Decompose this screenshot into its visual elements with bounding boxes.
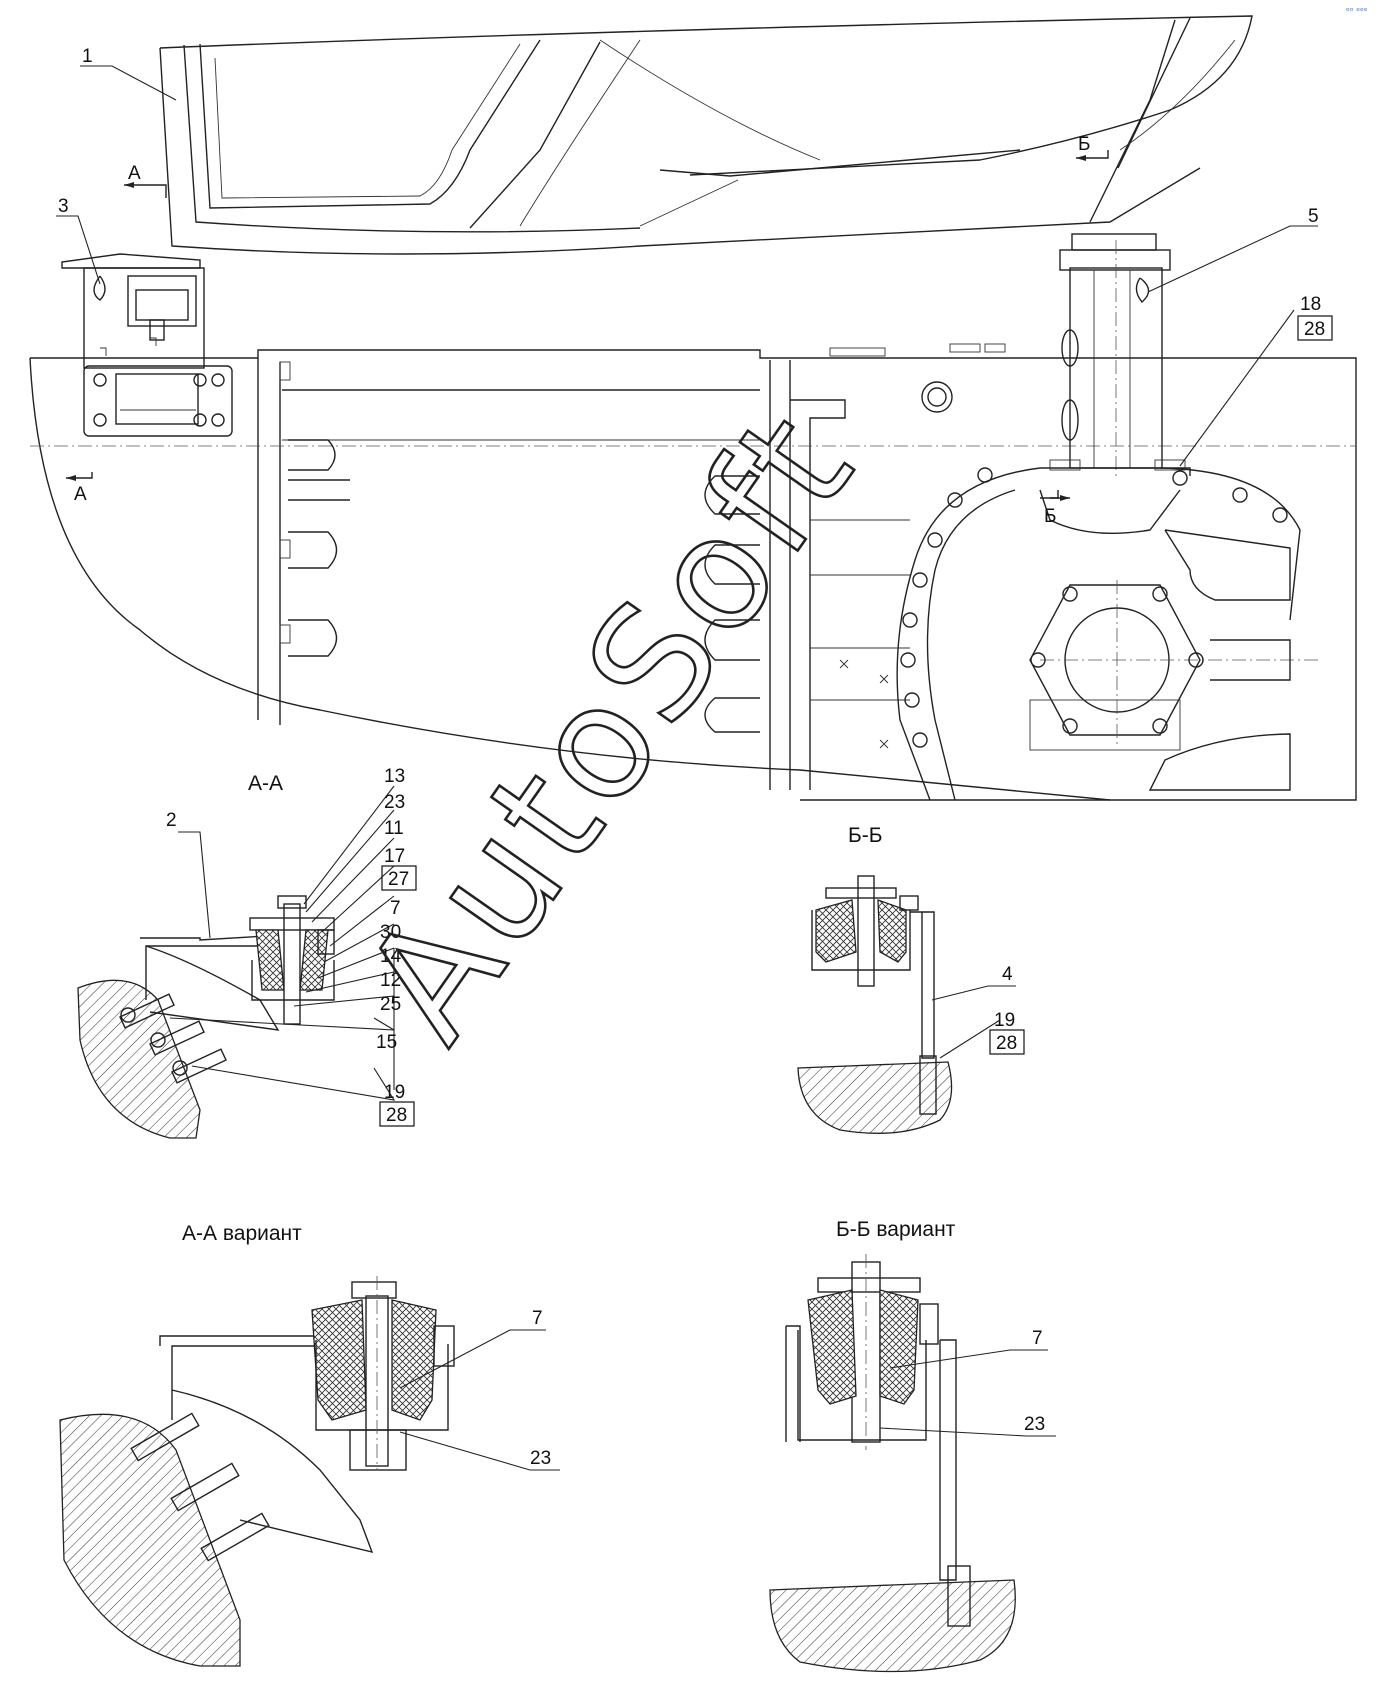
- rubber-mount-aa: [249, 895, 335, 1025]
- watermark-text: AutoSoft: [329, 379, 890, 1072]
- section-mark-b-bottom: Б: [1044, 506, 1056, 527]
- section-marks: А А Б Б: [66, 134, 1109, 527]
- callout-bb-19: 19: [994, 1010, 1015, 1031]
- section-aa-view: А-А 2: [77, 766, 417, 1139]
- section-mark-b-top: Б: [1078, 134, 1090, 155]
- rubber-mount-bb-variant: [797, 1254, 939, 1450]
- view-title-aa: А-А: [248, 772, 283, 795]
- section-aa-variant-view: А-А вариант 7 23: [59, 1222, 560, 1667]
- callout-aa-17: 17: [384, 846, 405, 867]
- front-mount-assembly: [61, 253, 233, 437]
- section-bb-view: Б-Б 4 19 28: [797, 824, 1025, 1134]
- bolt-v3: [200, 1512, 270, 1562]
- rubber-mount-bb: [811, 875, 919, 987]
- main-view: А А Б Б 1 3 5 18 28: [29, 15, 1357, 801]
- rear-mount-assembly: [1040, 233, 1191, 480]
- bolt-a3: [171, 1048, 227, 1084]
- bolt-v2: [170, 1462, 240, 1512]
- section-bb-variant-view: Б-Б вариант 7 23: [769, 1218, 1056, 1673]
- view-title-bb: Б-Б: [848, 824, 883, 847]
- callout-bbv-7: 7: [1032, 1328, 1043, 1349]
- bolt-v1: [130, 1412, 200, 1462]
- callout-aa-14: 14: [380, 946, 402, 967]
- callout-28: 28: [1304, 319, 1325, 340]
- callout-aa-13: 13: [384, 766, 405, 787]
- view-title-aa-variant: А-А вариант: [182, 1222, 302, 1245]
- section-mark-a-bottom: А: [74, 484, 87, 505]
- callout-bbv-23: 23: [1024, 1414, 1045, 1435]
- callout-5: 5: [1308, 206, 1319, 227]
- callout-aa-27: 27: [388, 869, 409, 890]
- rubber-mount-aa-variant: [311, 1276, 455, 1471]
- callout-aa-30: 30: [380, 922, 401, 943]
- callout-aa-7: 7: [390, 898, 401, 919]
- callout-bb-28: 28: [996, 1033, 1017, 1054]
- callout-aa-28: 28: [386, 1105, 407, 1126]
- callout-bb-4: 4: [1002, 964, 1013, 985]
- callout-3: 3: [58, 196, 69, 217]
- callout-aa-11: 11: [384, 818, 404, 839]
- frame: [29, 343, 1357, 801]
- bolt-a1: [119, 993, 175, 1029]
- cab-body: [159, 15, 1253, 255]
- view-title-bb-variant: Б-Б вариант: [836, 1218, 956, 1241]
- callout-aav-23: 23: [530, 1448, 551, 1469]
- callout-aa-25: 25: [380, 994, 401, 1015]
- bolt-a2: [149, 1020, 205, 1056]
- gearbox-housing: [896, 467, 1320, 801]
- main-callouts: 1 3 5 18 28: [56, 46, 1333, 467]
- callout-aav-7: 7: [532, 1308, 543, 1329]
- callout-aa-12: 12: [380, 970, 401, 991]
- callout-aa-15: 15: [376, 1032, 397, 1053]
- callout-18: 18: [1300, 294, 1321, 315]
- corner-mark: ᵉᵒ ᵉᵉᵉ: [1346, 7, 1368, 17]
- callout-aa-2: 2: [166, 810, 177, 831]
- aa-leaders: [169, 785, 396, 1101]
- callout-aa-23: 23: [384, 792, 405, 813]
- callout-1: 1: [82, 46, 93, 67]
- section-mark-a-top: А: [128, 163, 141, 184]
- callout-aa-19: 19: [384, 1082, 405, 1103]
